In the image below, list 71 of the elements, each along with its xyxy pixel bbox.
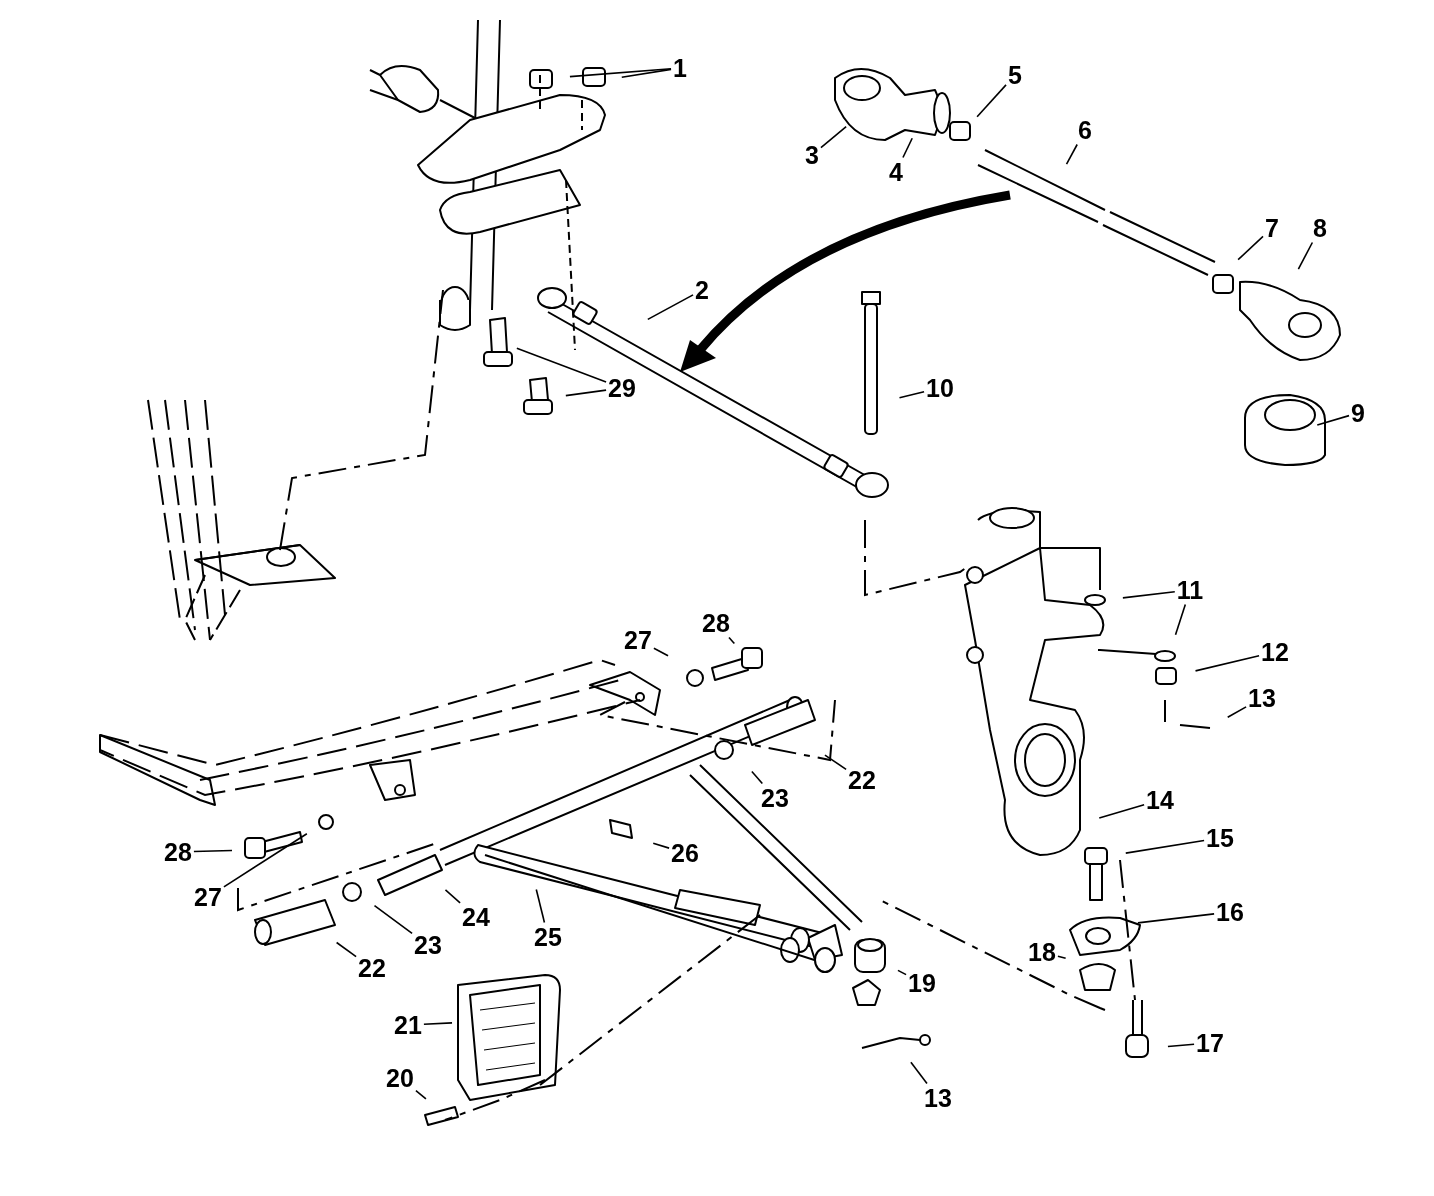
leader-line bbox=[444, 889, 461, 904]
leader-line bbox=[1098, 803, 1145, 819]
leader-line bbox=[415, 1089, 427, 1100]
leader-line bbox=[1194, 654, 1260, 672]
callout-number: 5 bbox=[1008, 62, 1022, 88]
leader-line bbox=[902, 137, 913, 159]
leader-line bbox=[728, 636, 736, 645]
leader-line bbox=[1237, 235, 1264, 261]
callout-number: 20 bbox=[386, 1065, 414, 1091]
leader-line bbox=[653, 647, 669, 657]
callout-number: 7 bbox=[1265, 215, 1279, 241]
leader-line bbox=[1065, 143, 1078, 165]
callout-number: 9 bbox=[1351, 400, 1365, 426]
callout-number: 13 bbox=[924, 1085, 952, 1111]
callout-number: 11 bbox=[1176, 577, 1204, 603]
leader-line bbox=[751, 770, 764, 785]
leader-line bbox=[1137, 913, 1215, 924]
leader-line bbox=[1122, 591, 1176, 599]
leader-line bbox=[516, 347, 607, 383]
callout-number: 4 bbox=[889, 159, 903, 185]
callout-number: 12 bbox=[1261, 639, 1289, 665]
leader-line bbox=[373, 904, 413, 935]
leader-line bbox=[820, 125, 847, 149]
callout-number: 23 bbox=[761, 785, 789, 811]
callout-number: 29 bbox=[608, 375, 636, 401]
callout-number: 18 bbox=[1028, 939, 1056, 965]
callout-number: 2 bbox=[695, 277, 709, 303]
callout-number: 25 bbox=[534, 924, 562, 950]
callout-number: 28 bbox=[164, 839, 192, 865]
leader-line bbox=[1297, 241, 1314, 270]
callout-number: 21 bbox=[394, 1012, 422, 1038]
callout-number: 28 bbox=[702, 610, 730, 636]
callout-number: 14 bbox=[1146, 787, 1174, 813]
callout-number: 27 bbox=[624, 627, 652, 653]
leader-line bbox=[1316, 414, 1350, 426]
leader-line bbox=[1167, 1043, 1195, 1048]
callout-number: 17 bbox=[1196, 1030, 1224, 1056]
leader-line bbox=[824, 754, 847, 771]
callout-number: 13 bbox=[1248, 685, 1276, 711]
callout-number: 3 bbox=[805, 142, 819, 168]
callout-number: 22 bbox=[848, 767, 876, 793]
callout-number: 27 bbox=[194, 884, 222, 910]
leader-line bbox=[1226, 706, 1247, 718]
leader-line bbox=[898, 391, 925, 399]
leader-line bbox=[647, 294, 694, 321]
leader-line bbox=[1057, 955, 1067, 959]
leader-line bbox=[565, 389, 607, 397]
callout-number: 26 bbox=[671, 840, 699, 866]
leader-line bbox=[910, 1061, 928, 1085]
callout-number: 23 bbox=[414, 932, 442, 958]
callout-number: 22 bbox=[358, 955, 386, 981]
leader-line bbox=[335, 941, 357, 958]
leader-line bbox=[1174, 603, 1187, 636]
leader-line bbox=[621, 68, 672, 78]
callout-number: 10 bbox=[926, 375, 954, 401]
leader-line bbox=[535, 888, 546, 924]
callout-number: 24 bbox=[462, 904, 490, 930]
leader-line bbox=[1124, 839, 1205, 854]
leader-line bbox=[569, 67, 672, 78]
callout-number: 1 bbox=[673, 55, 687, 81]
leader-line bbox=[652, 842, 670, 849]
leader-line bbox=[897, 969, 907, 976]
callout-number: 8 bbox=[1313, 215, 1327, 241]
leader-line bbox=[423, 1022, 453, 1026]
callout-number: 15 bbox=[1206, 825, 1234, 851]
leader-line bbox=[976, 84, 1007, 118]
leader-line bbox=[223, 832, 308, 888]
callout-number: 6 bbox=[1078, 117, 1092, 143]
leader-line bbox=[193, 849, 233, 853]
callout-number: 16 bbox=[1216, 899, 1244, 925]
callout-number: 19 bbox=[908, 970, 936, 996]
